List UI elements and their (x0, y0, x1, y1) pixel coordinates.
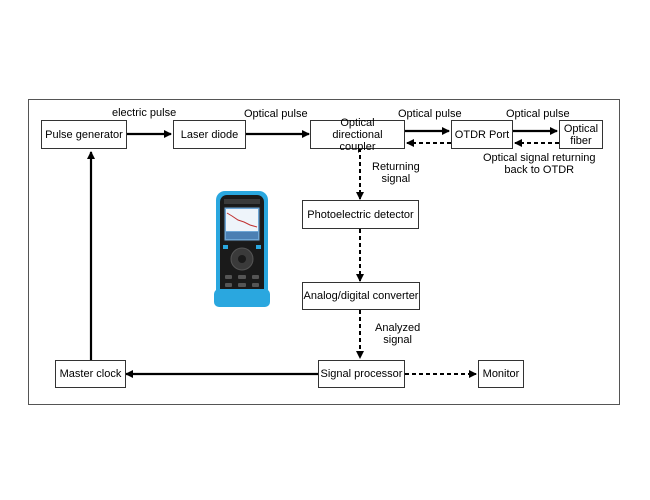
label-line: Optical signal returning (483, 152, 596, 164)
node-label: OTDR Port (454, 128, 510, 141)
label-optical-pulse-port: Optical pulse (506, 108, 570, 120)
label-line: Returning (372, 161, 420, 173)
node-label: Optical fiber (563, 122, 599, 147)
node-label: Optical directional coupler (332, 116, 383, 153)
node-label: Monitor (482, 368, 520, 380)
label-analyzed-signal: Analyzed signal (375, 322, 420, 346)
label-electric-pulse: electric pulse (112, 107, 177, 119)
node-label: Laser diode (180, 128, 239, 141)
node-pulse-generator: Pulse generator (41, 120, 127, 149)
label-optical-pulse-coupler: Optical pulse (398, 108, 462, 120)
node-label: Signal processor (320, 368, 403, 380)
label-line: signal (383, 334, 412, 346)
node-signal-processor: Signal processor (318, 360, 405, 388)
label-line: back to OTDR (504, 164, 575, 176)
label-returning-signal: Returning signal (372, 161, 420, 185)
node-master-clock: Master clock (55, 360, 126, 388)
node-label: Photoelectric detector (307, 208, 414, 221)
label-optical-pulse-laser: Optical pulse (244, 108, 308, 120)
label-line: Analyzed (375, 322, 421, 334)
node-optical-fiber: Optical fiber (559, 120, 603, 149)
node-photoelectric-detector: Photoelectric detector (302, 200, 419, 229)
node-label: Analog/digital converter (303, 290, 419, 302)
label-line: signal (381, 173, 411, 185)
label-otdr-return: Optical signal returning back to OTDR (483, 152, 596, 176)
node-optical-directional-coupler: Optical directional coupler (310, 117, 405, 153)
node-laser-diode: Laser diode (173, 120, 246, 149)
node-analog-digital-converter: Analog/digital converter (302, 282, 420, 310)
node-label: Pulse generator (45, 128, 123, 141)
node-monitor: Monitor (478, 360, 524, 388)
node-label: Master clock (59, 368, 122, 380)
otdr-device-icon (214, 191, 270, 307)
diagram-frame (28, 99, 620, 405)
node-otdr-port: OTDR Port (451, 120, 513, 149)
